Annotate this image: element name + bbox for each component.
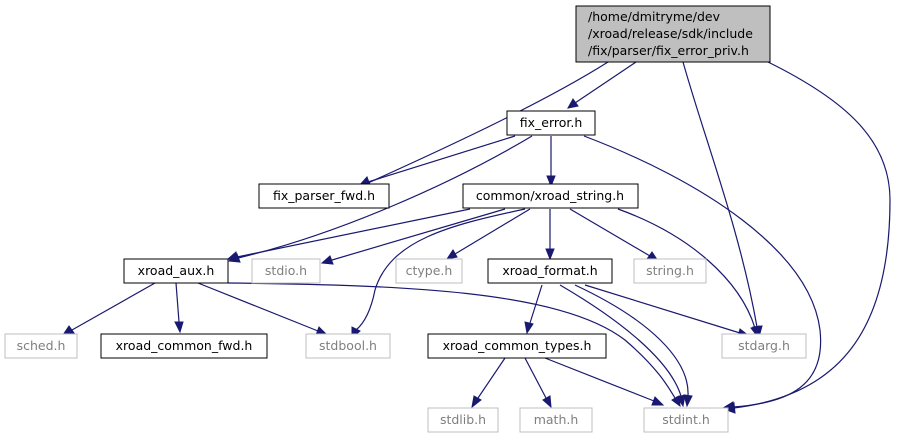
node-xroad-format[interactable]: xroad_format.h xyxy=(487,258,613,284)
edge-xroad-format-to-stdint-a xyxy=(574,284,693,408)
fix-parser-fwd-label: fix_parser_fwd.h xyxy=(273,188,375,203)
node-root-fix-error-priv[interactable]: /home/dmitryme/dev /xroad/release/sdk/in… xyxy=(575,5,771,63)
node-xroad-string[interactable]: common/xroad_string.h xyxy=(462,183,639,209)
root-path-line-3: /fix/parser/fix_error_priv.h xyxy=(588,43,749,58)
edge-xroad-string-to-xroad-aux xyxy=(226,208,471,262)
edge-xroad-string-to-xroad-format xyxy=(545,209,555,261)
node-stdbool[interactable]: stdbool.h xyxy=(305,333,391,359)
node-ctype[interactable]: ctype.h xyxy=(395,258,463,284)
edge-fix-error-to-fix-parser-fwd xyxy=(357,135,516,187)
string-label: string.h xyxy=(646,263,694,278)
node-stdint[interactable]: stdint.h xyxy=(643,407,729,433)
edge-xroad-string-to-stdio xyxy=(320,208,506,265)
edge-xroad-aux-to-stdbool xyxy=(197,282,329,336)
edge-xroad-aux-to-xroad-common-fwd xyxy=(174,282,184,334)
node-xroad-aux[interactable]: xroad_aux.h xyxy=(123,258,229,284)
node-xroad-common-types[interactable]: xroad_common_types.h xyxy=(427,333,607,359)
node-stdlib[interactable]: stdlib.h xyxy=(427,407,499,433)
edge-xroad-format-to-xroad-common-types xyxy=(524,284,543,335)
node-xroad-common-fwd[interactable]: xroad_common_fwd.h xyxy=(100,333,268,359)
root-path-line-1: /home/dmitryme/dev xyxy=(588,9,721,24)
node-fix-parser-fwd[interactable]: fix_parser_fwd.h xyxy=(258,183,390,209)
node-math[interactable]: math.h xyxy=(519,407,593,433)
xroad-common-types-label: xroad_common_types.h xyxy=(443,338,592,353)
xroad-common-fwd-label: xroad_common_fwd.h xyxy=(116,338,253,353)
stdarg-label: stdarg.h xyxy=(738,338,790,353)
math-label: math.h xyxy=(534,412,579,427)
fix-error-label: fix_error.h xyxy=(520,115,583,130)
ctype-label: ctype.h xyxy=(406,263,453,278)
edge-xroad-aux-to-sched xyxy=(61,282,156,336)
xroad-string-label: common/xroad_string.h xyxy=(476,188,624,203)
stdio-label: stdio.h xyxy=(265,263,307,278)
edge-root-to-fix-error xyxy=(567,61,637,109)
stdbool-label: stdbool.h xyxy=(319,338,377,353)
edge-xroad-string-to-ctype xyxy=(445,208,531,260)
stdlib-label: stdlib.h xyxy=(440,412,486,427)
node-fix-error[interactable]: fix_error.h xyxy=(506,110,596,136)
edge-xroad-common-types-to-stdint xyxy=(544,357,665,406)
node-stdarg[interactable]: stdarg.h xyxy=(721,333,807,359)
edge-root-to-stdint xyxy=(722,61,891,414)
node-stdio[interactable]: stdio.h xyxy=(251,258,321,284)
sched-label: sched.h xyxy=(17,338,66,353)
edge-xroad-string-to-string xyxy=(569,208,660,262)
edge-xroad-format-to-stdarg xyxy=(584,284,751,338)
edge-fix-error-to-xroad-string xyxy=(546,136,556,188)
edge-xroad-common-types-to-stdlib xyxy=(471,357,506,409)
xroad-format-label: xroad_format.h xyxy=(502,263,597,278)
edge-root-to-stdarg xyxy=(682,61,763,339)
edge-xroad-common-types-to-math xyxy=(524,357,552,409)
xroad-aux-label: xroad_aux.h xyxy=(138,263,215,278)
node-string[interactable]: string.h xyxy=(633,258,707,284)
stdint-label: stdint.h xyxy=(662,412,710,427)
edge-xroad-format-to-stdint-b xyxy=(559,284,686,408)
root-path-line-2: /xroad/release/sdk/include xyxy=(588,26,753,41)
node-sched[interactable]: sched.h xyxy=(4,333,78,359)
